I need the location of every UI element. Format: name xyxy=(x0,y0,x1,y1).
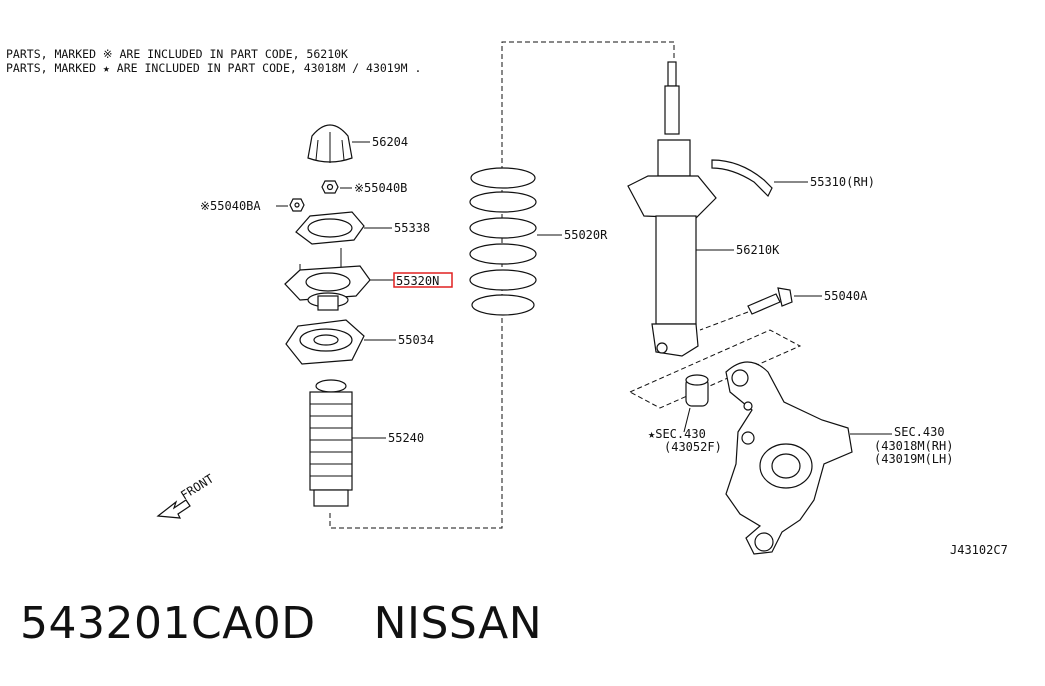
label-55040ba[interactable]: ※55040BA xyxy=(200,199,261,213)
part-55320n-mount[interactable] xyxy=(284,248,371,311)
assembly-outline xyxy=(329,41,675,529)
label-55338[interactable]: 55338 xyxy=(394,221,430,235)
bushing-plane xyxy=(628,329,802,409)
label-55310[interactable]: 55310(RH) xyxy=(810,175,875,189)
part-56210k-strut[interactable] xyxy=(627,61,717,357)
label-sec430-left-1[interactable]: ★SEC.430 xyxy=(648,427,706,441)
label-sec430-right-1[interactable]: SEC.430 xyxy=(894,425,945,439)
label-sec430-right-2[interactable]: (43018M(RH) xyxy=(874,439,953,453)
highlight-box-55320n xyxy=(393,272,453,288)
part-55338-plate[interactable] xyxy=(295,211,365,245)
label-sec430-left-2[interactable]: (43052F) xyxy=(664,440,722,454)
label-55034[interactable]: 55034 xyxy=(398,333,434,347)
label-55020r[interactable]: 55020R xyxy=(564,228,608,242)
label-55040b[interactable]: ※55040B xyxy=(354,181,407,195)
bolt-axis xyxy=(699,311,749,331)
part-55310-bracket[interactable] xyxy=(711,159,773,198)
part-55040a-bolt[interactable] xyxy=(747,287,793,315)
label-56204[interactable]: 56204 xyxy=(372,135,408,149)
label-sec430-right-3[interactable]: (43019M(LH) xyxy=(874,452,953,466)
part-number-caption: 543201CA0D NISSAN xyxy=(20,598,543,649)
part-55040b-nut[interactable] xyxy=(321,180,339,194)
part-55034-seat[interactable] xyxy=(285,319,365,365)
label-55040a[interactable]: 55040A xyxy=(824,289,868,303)
part-55240-bellows[interactable] xyxy=(309,379,353,507)
leader-43052f xyxy=(683,407,691,433)
label-front: FRONT xyxy=(178,472,216,503)
note-line-1: PARTS, MARKED ※ ARE INCLUDED IN PART COD… xyxy=(6,47,348,61)
note-line-2: PARTS, MARKED ★ ARE INCLUDED IN PART COD… xyxy=(6,61,421,75)
part-knuckle[interactable] xyxy=(725,361,853,555)
part-56204-cap[interactable] xyxy=(307,124,353,163)
part-43052f-bushing[interactable] xyxy=(685,374,709,407)
label-55240[interactable]: 55240 xyxy=(388,431,424,445)
part-55020r-spring[interactable] xyxy=(469,167,537,316)
label-55320n[interactable]: 55320N xyxy=(396,274,439,288)
front-arrow-icon xyxy=(156,499,191,519)
label-56210k[interactable]: 56210K xyxy=(736,243,780,257)
diagram-code: J43102C7 xyxy=(950,543,1008,557)
part-55040ba-nut[interactable] xyxy=(289,198,305,212)
